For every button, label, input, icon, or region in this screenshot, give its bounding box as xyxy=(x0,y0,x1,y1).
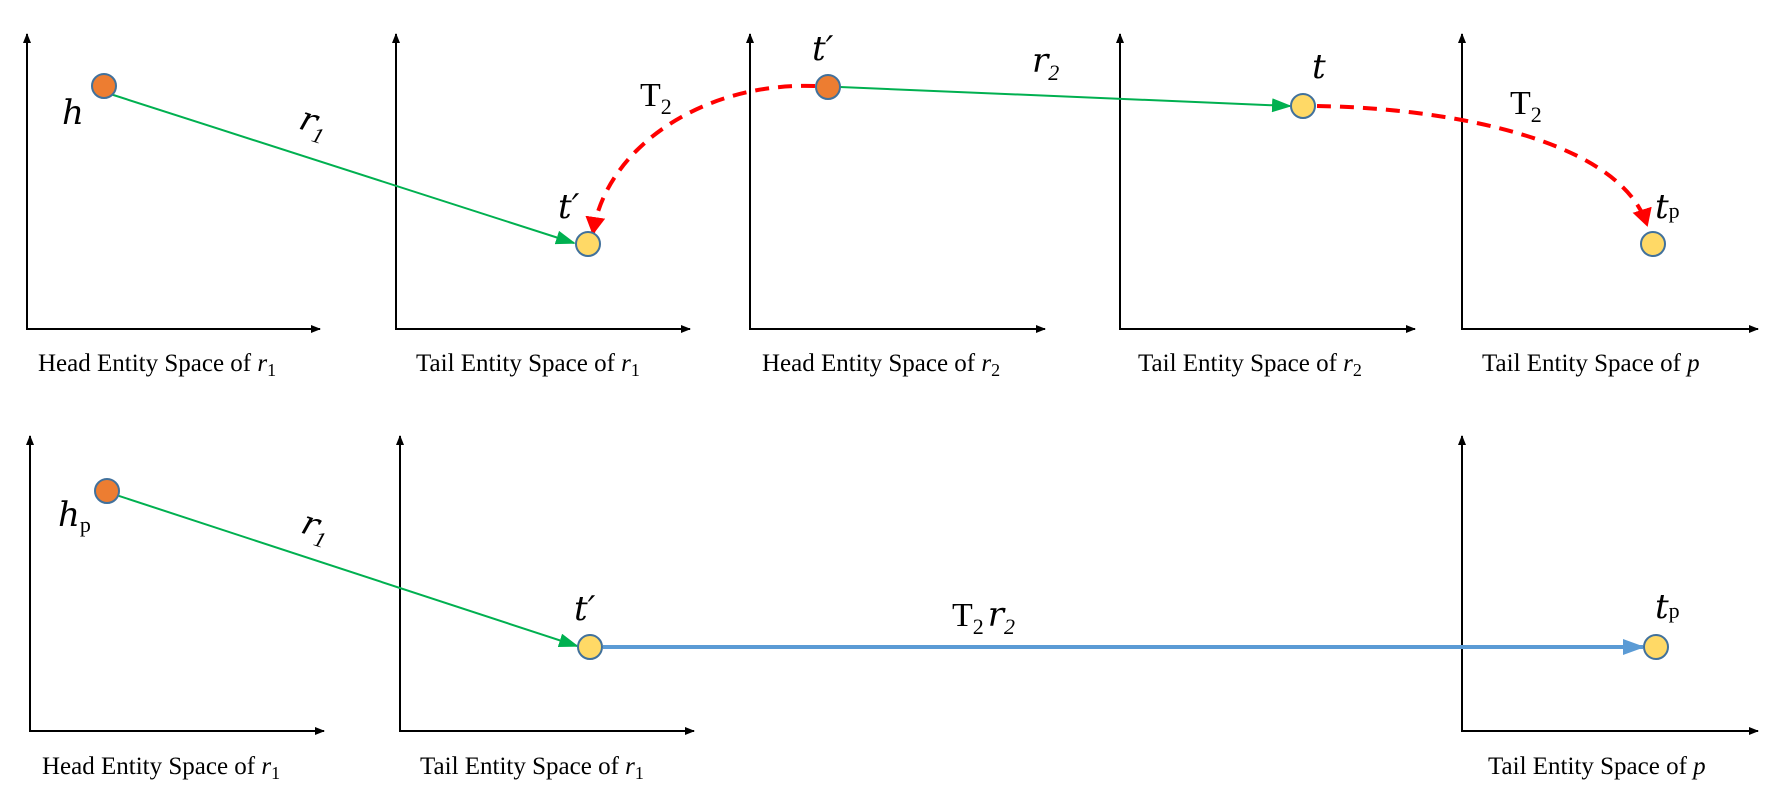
axes-head-space-r1-bottom xyxy=(26,435,325,735)
axes-tail-space-p-top xyxy=(1458,33,1759,333)
caption-head-space-r1-bottom: Head Entity Space of r1 xyxy=(42,753,280,783)
caption-tail-space-r1-bottom: Tail Entity Space of r1 xyxy=(420,753,644,783)
caption-tail-space-r2-top: Tail Entity Space of r2 xyxy=(1138,350,1362,380)
label-tp-bottom: tp xyxy=(1655,587,1680,627)
node-tp-bottom xyxy=(1643,634,1669,660)
caption-tail-space-p-top: Tail Entity Space of p xyxy=(1482,350,1700,377)
node-t-prime-bottom xyxy=(577,634,603,660)
label-t: t xyxy=(1312,47,1326,87)
axes-tail-space-r1-top xyxy=(392,33,691,333)
transform-arrow-T2-top-a xyxy=(585,83,816,235)
relation-arrow-r1-bottom xyxy=(106,491,579,648)
axes-tail-space-r1-bottom xyxy=(396,435,695,735)
relation-arrow-r1-top xyxy=(103,91,576,245)
caption-tail-space-r1-top: Tail Entity Space of r1 xyxy=(416,350,640,380)
node-tp-top xyxy=(1640,231,1666,257)
label-r2-top: r2 xyxy=(1032,41,1059,85)
caption-tail-space-p-bottom: Tail Entity Space of p xyxy=(1488,753,1706,780)
label-T2-top-b: T2 xyxy=(1510,85,1542,127)
label-h: h xyxy=(62,93,84,133)
label-t-prime-bottom: t′ xyxy=(574,589,596,629)
label-t-prime-top-a: t′ xyxy=(558,187,580,227)
transform-arrow-T2-top-b xyxy=(1316,104,1652,227)
label-r1-top: r1 xyxy=(293,99,333,149)
axes-tail-space-p-bottom xyxy=(1458,435,1759,735)
label-t-prime-top-b: t′ xyxy=(812,29,834,69)
label-T2-top-a: T2 xyxy=(640,77,672,119)
top-row: h r1 t′ T2 t′ r2 t T2 tp Head Entity Spa… xyxy=(23,29,1759,380)
label-hp: hp xyxy=(58,495,91,537)
caption-head-space-r1-top: Head Entity Space of r1 xyxy=(38,350,276,380)
label-r1-bottom: r1 xyxy=(295,503,335,553)
caption-head-space-r2-top: Head Entity Space of r2 xyxy=(762,350,1000,380)
axes-head-space-r2-top xyxy=(746,33,1046,333)
node-h xyxy=(91,73,117,99)
label-tp-top: tp xyxy=(1655,187,1680,227)
node-t xyxy=(1290,93,1316,119)
node-hp xyxy=(94,478,120,504)
node-t-prime-head-r2 xyxy=(815,74,841,100)
node-t-prime-tail-r1 xyxy=(575,231,601,257)
relation-arrow-r2-top xyxy=(839,86,1292,113)
axes-tail-space-r2-top xyxy=(1116,33,1416,333)
axes-head-space-r1-top xyxy=(23,33,321,333)
